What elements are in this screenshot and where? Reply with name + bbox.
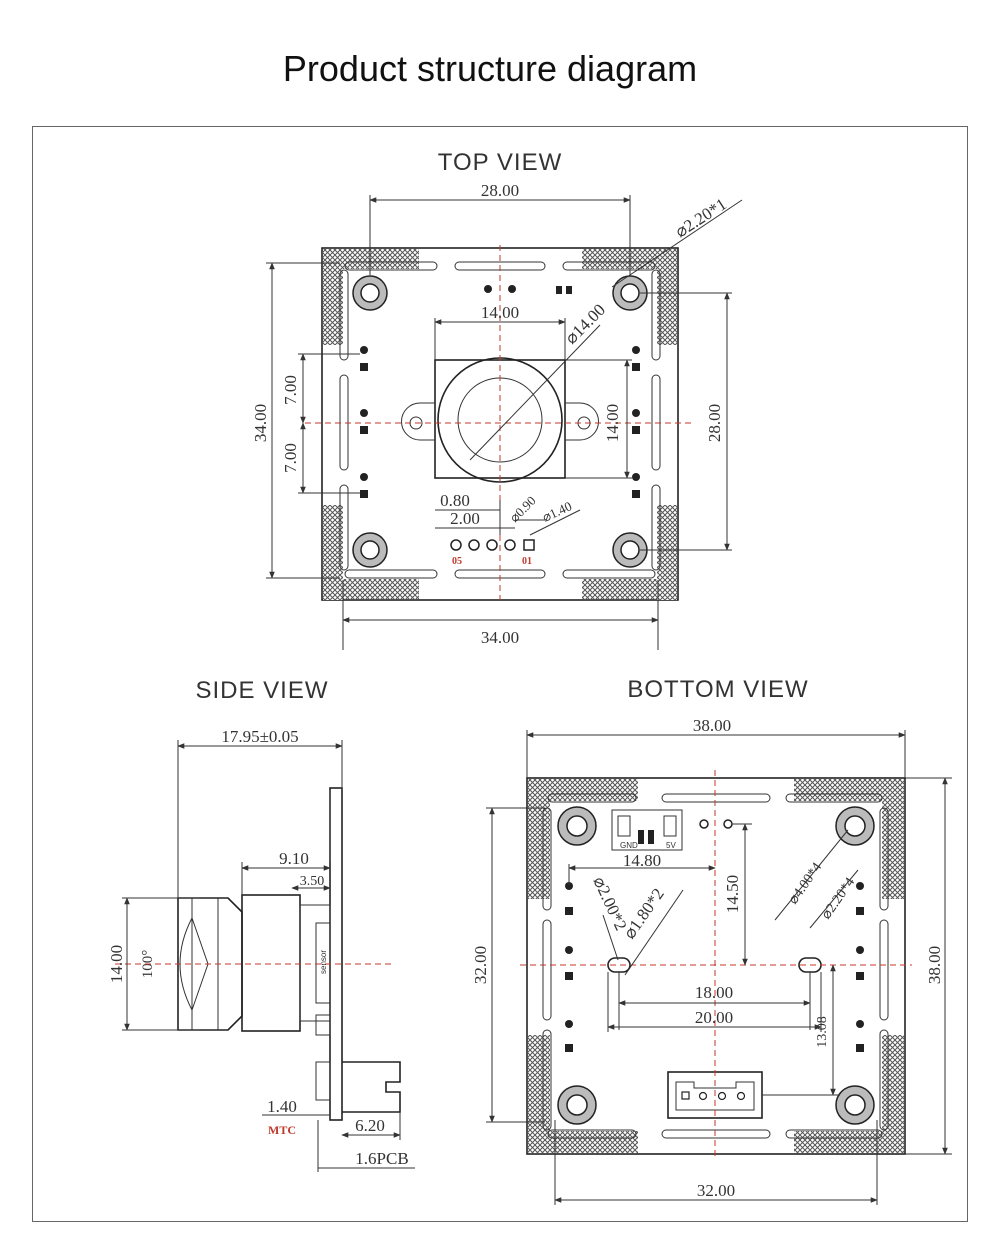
bottom-dim-short-vert: 13.08	[815, 1016, 830, 1048]
top-dim-bottom-width: 34.00	[481, 628, 519, 647]
side-dim-connector: 6.20	[355, 1116, 385, 1135]
top-dim-half-upper: 7.00	[281, 375, 300, 405]
side-holder	[241, 894, 301, 1032]
top-dim-half-lower: 7.00	[281, 443, 300, 473]
side-dim-pcb: 1.6PCB	[355, 1149, 408, 1168]
bottom-view: BOTTOM VIEW	[471, 676, 952, 1205]
bottom-dim-height-right: 38.00	[925, 946, 944, 984]
side-view: SIDE VIEW sensor 100°	[107, 677, 415, 1172]
top-view-label: TOP VIEW	[438, 149, 562, 176]
bottom-gnd-label: GND	[620, 841, 638, 850]
top-dim-height-left: 34.00	[251, 404, 270, 442]
top-pin-header	[450, 539, 535, 551]
top-dim-lens-height: 14.00	[603, 404, 622, 442]
top-dim-pad-dia: ⌀1.40	[540, 498, 574, 525]
top-dim-pitch-a: 0.80	[440, 491, 470, 510]
bottom-dim-mount-a: ⌀4.00*4	[786, 860, 825, 907]
side-mtc-label: MTC	[268, 1123, 296, 1137]
page-title: Product structure diagram	[282, 48, 698, 89]
side-dim-total: 17.95±0.05	[221, 727, 298, 746]
bottom-dim-vert-span: 14.50	[723, 875, 742, 913]
top-dim-pitch-b: 2.00	[450, 509, 480, 528]
bottom-dim-mount-b: ⌀2.20*4	[819, 875, 858, 922]
bottom-dim-bottom-width: 32.00	[697, 1181, 735, 1200]
top-view: TOP VIEW	[251, 149, 743, 650]
side-sensor-label: sensor	[319, 950, 328, 974]
bottom-dim-conn-width: 14.80	[623, 851, 661, 870]
top-dim-lens-width: 14.00	[481, 303, 519, 322]
bottom-view-label: BOTTOM VIEW	[627, 676, 808, 703]
side-pcb	[329, 787, 343, 1121]
bottom-dim-width: 38.00	[693, 716, 731, 735]
top-mount-holes	[352, 275, 648, 568]
top-pin-last-label: 01	[522, 556, 532, 567]
side-view-label: SIDE VIEW	[195, 677, 328, 704]
bottom-board-outline	[526, 777, 906, 1155]
top-dim-mount-hole: ⌀2.20*1	[672, 194, 730, 241]
side-dim-mtc-gap: 1.40	[267, 1097, 297, 1116]
bottom-5v-label: 5V	[666, 841, 676, 850]
bottom-dim-height-left: 32.00	[471, 946, 490, 984]
side-dim-lens-height: 14.00	[107, 945, 126, 983]
top-pin-first-label: 05	[452, 556, 462, 567]
bottom-power-connector	[611, 809, 683, 851]
drawing-frame	[32, 126, 968, 1222]
bottom-dim-span-inner: 18.00	[695, 983, 733, 1002]
top-dim-height-right: 28.00	[705, 404, 724, 442]
side-dim-lens-len: 9.10	[279, 849, 309, 868]
bottom-dim-hole-b: ⌀1.80*2	[620, 885, 668, 943]
bottom-dim-span-outer: 20.00	[695, 1008, 733, 1027]
top-dim-width: 28.00	[481, 181, 519, 200]
side-dim-holder: 3.50	[300, 874, 325, 889]
side-connector	[342, 1061, 401, 1113]
bottom-mount-holes	[557, 806, 875, 1125]
